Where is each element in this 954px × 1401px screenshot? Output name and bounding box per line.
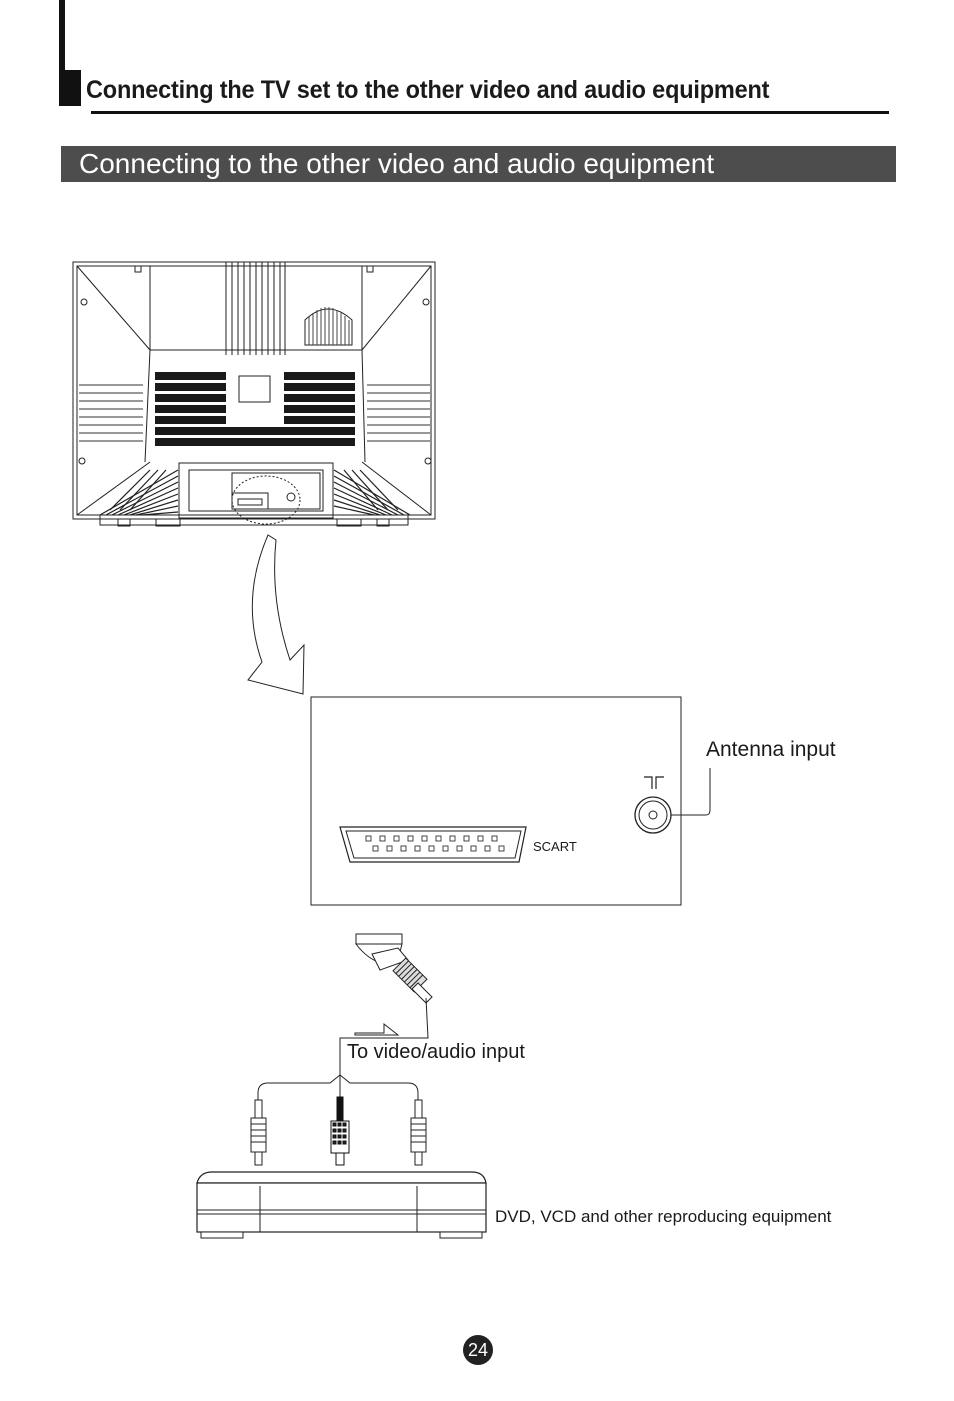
- connector-panel: [310, 696, 682, 906]
- heading-underline: [91, 111, 889, 114]
- scart-label: SCART: [533, 839, 577, 854]
- section-banner: Connecting to the other video and audio …: [61, 146, 896, 182]
- video-audio-input-label: To video/audio input: [347, 1041, 525, 1063]
- reproducing-equipment-label: DVD, VCD and other reproducing equipment: [495, 1207, 832, 1226]
- rca-plug-right-icon: [410, 1099, 427, 1166]
- zoom-arrow: [247, 534, 305, 695]
- page-number: 24: [463, 1335, 493, 1365]
- antenna-input-label: Antenna input: [706, 738, 836, 761]
- rca-plug-left-icon: [250, 1099, 267, 1166]
- direction-arrow: [354, 1022, 400, 1036]
- scart-connector-icon: [339, 826, 527, 863]
- rca-cable-split: [257, 1074, 419, 1100]
- scart-plug-icon: [339, 933, 433, 1075]
- antenna-jack-icon: [634, 768, 711, 834]
- section-title: Connecting to the other video and audio …: [79, 148, 715, 179]
- tv-terminal-panel: [99, 462, 409, 527]
- rca-plug-center-icon: [330, 1096, 350, 1166]
- page-heading: Connecting the TV set to the other video…: [86, 76, 770, 104]
- tv-bottom-vents: [99, 469, 411, 516]
- tv-vent-slats: [155, 372, 355, 446]
- dvd-player-icon: [196, 1171, 487, 1239]
- header-accent-bar: [59, 0, 65, 106]
- header-accent-block: [59, 70, 81, 106]
